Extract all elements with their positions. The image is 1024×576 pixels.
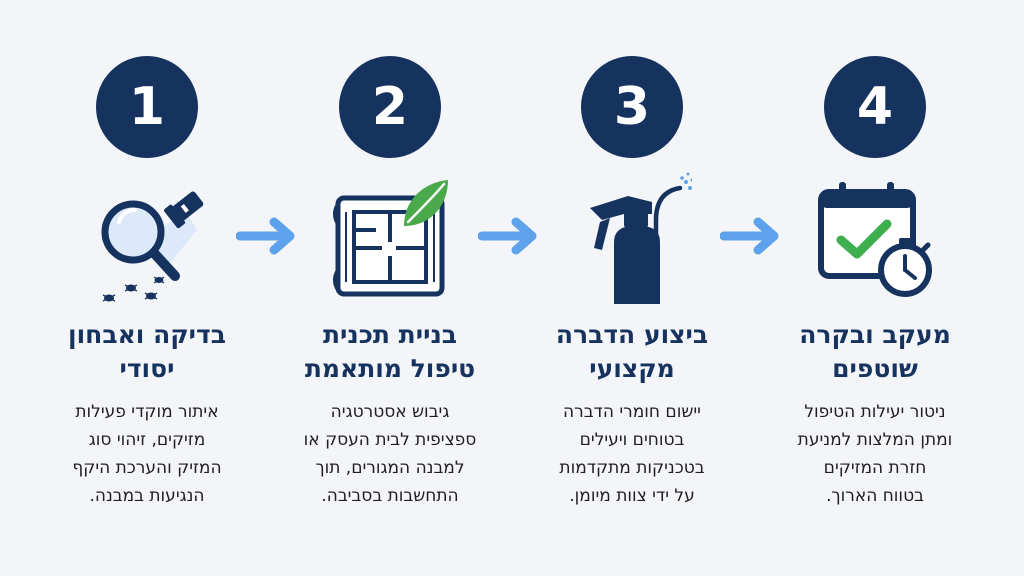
step-title: בניית תכנית טיפול מותאמת (275, 318, 505, 386)
step-description-line: בטווח הארוך. (826, 486, 924, 506)
step-title-line: טיפול מותאמת (304, 354, 476, 383)
step-description-line: גיבוש אסטרטגיה (330, 402, 450, 422)
step-title-line: בדיקה ואבחון (68, 320, 226, 349)
step-number-badge: 2 (339, 56, 441, 158)
step-title: בדיקה ואבחון יסודי (32, 318, 262, 386)
arrow-right-icon (478, 217, 537, 255)
step-1: 1 בדיקה ואבחון יסודי איתור מוקדי פעילות (32, 0, 262, 576)
arrow-right-icon (720, 217, 779, 255)
step-title-line: מעקב ובקרה (799, 320, 951, 349)
step-title: ביצוע הדברה מקצועי (517, 318, 747, 386)
step-title-line: ביצוע הדברה (555, 320, 709, 349)
step-3: 3 ביצוע הדברה מקצועי יישום חומרי הדברה ב… (517, 0, 747, 576)
step-description-line: איתור מוקדי פעילות (75, 402, 219, 422)
step-title-line: שוטפים (832, 354, 918, 383)
sprayer-icon (590, 172, 692, 304)
step-description: איתור מוקדי פעילות מזיקים, זיהוי סוג המז… (37, 398, 257, 510)
step-title-line: מקצועי (589, 354, 675, 383)
step-description: יישום חומרי הדברה בטוחים ויעילים בטכניקו… (522, 398, 742, 510)
step-description: ניטור יעילות הטיפול ומתן המלצות למניעת ח… (765, 398, 985, 510)
step-description-line: בטכניקות מתקדמות (559, 458, 705, 478)
step-4: 4 מעקב ובקרה שוטפים ניטור יעילות הטיפול … (760, 0, 990, 576)
step-title-line: יסודי (119, 354, 175, 383)
step-2: 2 בניית תכנית טיפול מותאמת גיבוש אסטרטגי… (275, 0, 505, 576)
blueprint-leaf-icon (333, 180, 448, 297)
step-description-line: ניטור יעילות הטיפול (804, 402, 946, 422)
calendar-check-stopwatch-icon (818, 182, 932, 297)
step-description-line: התחשבות בסביבה. (321, 486, 459, 506)
step-description-line: למבנה המגורים, תוך (315, 458, 465, 478)
step-description-line: הנגיעות במבנה. (89, 486, 205, 506)
step-description-line: חזרת המזיקים (823, 458, 927, 478)
step-number-badge: 4 (824, 56, 926, 158)
magnifier-flashlight-bugs-icon (101, 191, 204, 302)
step-description-line: מזיקים, זיהוי סוג (88, 430, 206, 450)
step-description-line: ומתן המלצות למניעת (797, 430, 953, 450)
step-number-badge: 3 (581, 56, 683, 158)
step-title: מעקב ובקרה שוטפים (760, 318, 990, 386)
step-description-line: על ידי צוות מיומן. (569, 486, 695, 506)
step-description-line: יישום חומרי הדברה (563, 402, 701, 422)
step-description-line: בטוחים ויעילים (579, 430, 685, 450)
step-description-line: המזיק והערכת היקף (72, 458, 222, 478)
arrow-right-icon (236, 217, 295, 255)
step-number-badge: 1 (96, 56, 198, 158)
step-title-line: בניית תכנית (322, 320, 458, 349)
step-description: גיבוש אסטרטגיה ספציפית לבית העסק או למבנ… (280, 398, 500, 510)
step-description-line: ספציפית לבית העסק או (303, 430, 477, 450)
